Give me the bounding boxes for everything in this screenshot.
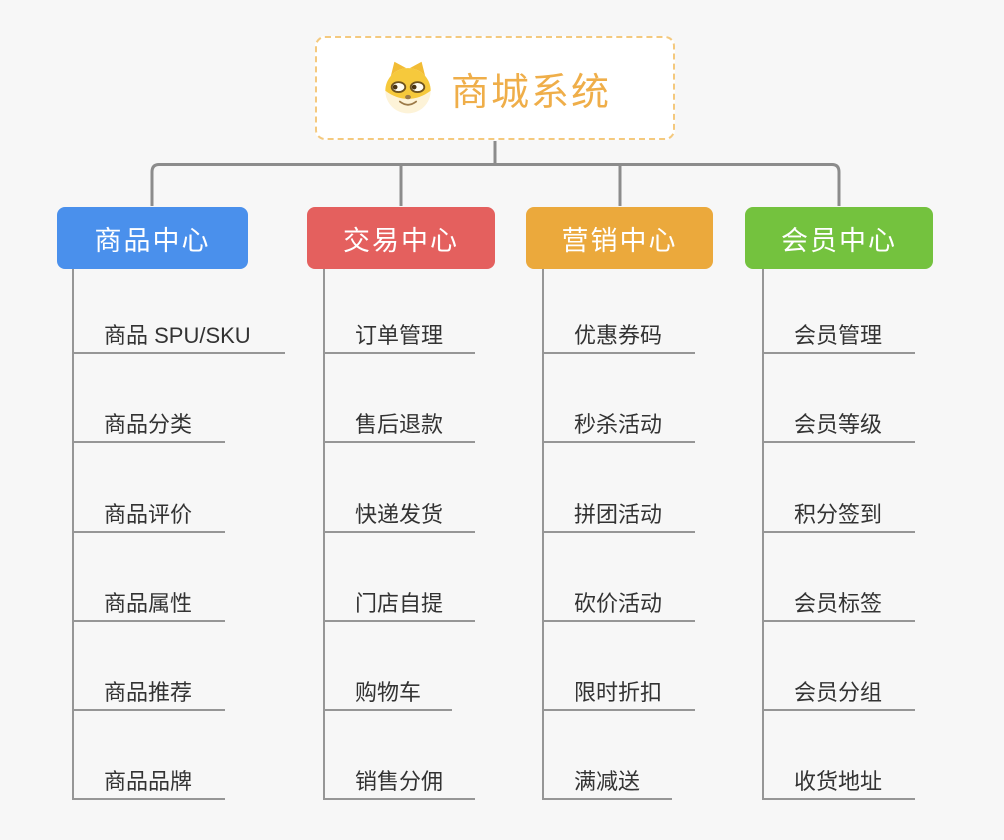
- leaf-label: 商品属性: [104, 591, 193, 616]
- leaf-label: 商品 SPU/SKU: [104, 323, 251, 348]
- root-title: 商城系统: [450, 71, 611, 114]
- leaf-label: 收货地址: [794, 769, 883, 794]
- leaf-label: 商品评价: [104, 502, 193, 527]
- leaf-node[interactable]: 购物车: [323, 665, 452, 711]
- leaf-label: 会员标签: [794, 591, 883, 616]
- branch-label: 营销中心: [561, 225, 678, 256]
- leaf-label: 商品品牌: [104, 769, 193, 794]
- leaf-node[interactable]: 积分签到: [762, 487, 915, 533]
- leaf-node[interactable]: 会员分组: [762, 665, 915, 711]
- leaf-label: 积分签到: [794, 502, 883, 527]
- leaf-node[interactable]: 秒杀活动: [542, 397, 695, 443]
- leaf-label: 会员分组: [794, 680, 883, 705]
- leaf-node[interactable]: 会员管理: [762, 308, 915, 354]
- root-node[interactable]: 商城系统: [315, 36, 675, 140]
- branch-node-member-center[interactable]: 会员中心: [745, 207, 933, 269]
- leaf-label: 会员管理: [794, 323, 883, 348]
- leaf-node[interactable]: 售后退款: [323, 397, 475, 443]
- leaf-label: 会员等级: [794, 412, 883, 437]
- leaf-label: 砍价活动: [574, 591, 663, 616]
- leaf-label: 门店自提: [355, 591, 444, 616]
- leaf-label: 拼团活动: [574, 502, 663, 527]
- leaf-label: 商品推荐: [104, 680, 193, 705]
- leaf-label: 快递发货: [355, 502, 444, 527]
- leaf-label: 优惠券码: [574, 323, 663, 348]
- branch-label: 交易中心: [343, 225, 459, 256]
- branch-label: 商品中心: [94, 225, 211, 256]
- leaf-label: 售后退款: [355, 412, 444, 437]
- leaf-node[interactable]: 商品品牌: [72, 754, 225, 800]
- leaf-label: 限时折扣: [574, 680, 663, 705]
- leaf-label: 销售分佣: [355, 769, 444, 794]
- leaf-label: 订单管理: [355, 323, 444, 348]
- leaf-node[interactable]: 拼团活动: [542, 487, 695, 533]
- leaf-node[interactable]: 限时折扣: [542, 665, 695, 711]
- leaf-node[interactable]: 销售分佣: [323, 754, 475, 800]
- root-branch-connectors: [150, 141, 841, 206]
- leaf-node[interactable]: 满减送: [542, 754, 672, 800]
- leaf-label: 商品分类: [104, 412, 193, 437]
- leaf-node[interactable]: 商品分类: [72, 397, 225, 443]
- leaf-node[interactable]: 门店自提: [323, 576, 475, 622]
- leaf-node[interactable]: 砍价活动: [542, 576, 695, 622]
- leaf-node[interactable]: 收货地址: [762, 754, 915, 800]
- leaf-node[interactable]: 会员标签: [762, 576, 915, 622]
- leaf-label: 满减送: [574, 769, 641, 794]
- leaf-node[interactable]: 订单管理: [323, 308, 475, 354]
- leaf-node[interactable]: 商品推荐: [72, 665, 225, 711]
- branch-node-product-center[interactable]: 商品中心: [57, 207, 248, 269]
- leaf-label: 购物车: [355, 680, 422, 705]
- leaf-node[interactable]: 商品评价: [72, 487, 225, 533]
- leaf-node[interactable]: 会员等级: [762, 397, 915, 443]
- dog-face-icon: [379, 59, 437, 117]
- branch-node-marketing-center[interactable]: 营销中心: [526, 207, 713, 269]
- branch-node-trade-center[interactable]: 交易中心: [307, 207, 495, 269]
- leaf-label: 秒杀活动: [574, 412, 663, 437]
- leaf-node[interactable]: 商品 SPU/SKU: [72, 308, 285, 354]
- leaf-node[interactable]: 快递发货: [323, 487, 475, 533]
- branch-rail-line: [150, 163, 841, 206]
- leaf-node[interactable]: 商品属性: [72, 576, 225, 622]
- branch-label: 会员中心: [781, 225, 897, 256]
- leaf-node[interactable]: 优惠券码: [542, 308, 695, 354]
